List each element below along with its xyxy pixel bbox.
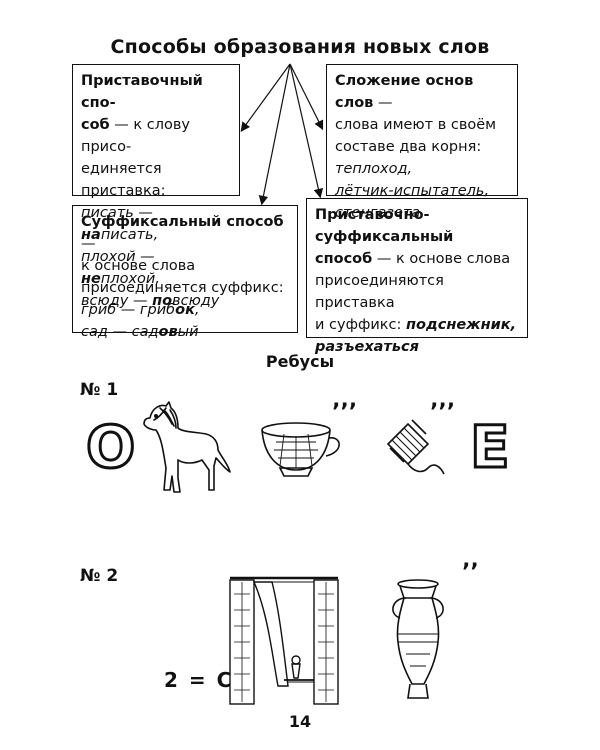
- example: теплоход,: [335, 161, 413, 177]
- suffix-method-box: Суффиксальный способ — к основе слова пр…: [72, 205, 298, 340]
- example: плохой,: [100, 271, 160, 287]
- curtain-window-icon: [229, 576, 339, 705]
- compounding-desc-2: слова имеют в своём: [335, 117, 497, 133]
- suffix-method-desc-3: присоединяется суффикс:: [81, 280, 284, 296]
- prefix-suffix-desc-3: и суффикс:: [315, 317, 407, 333]
- thread-spool-icon: [386, 419, 445, 475]
- suffix-highlight: ов: [158, 324, 178, 340]
- apostrophe-mark-2: ’’’: [430, 400, 456, 425]
- example: подснежник,: [406, 317, 517, 333]
- page-title: Способы образования новых слов: [110, 36, 490, 58]
- compounding-box: Сложение основ слов — слова имеют в своё…: [326, 64, 518, 221]
- prefix-highlight: на: [81, 227, 101, 243]
- example: плохой —: [81, 249, 155, 265]
- prefix-suffix-desc-2: присоединяются приставка: [315, 273, 444, 311]
- prefix-method-box: Приставочный спо- соб — к слову присо- е…: [72, 64, 240, 309]
- teacup-icon: [261, 422, 340, 477]
- suffix-highlight: ок: [175, 302, 195, 318]
- suffix-method-desc-2: к основе слова: [81, 258, 196, 274]
- example: всюду —: [81, 293, 153, 309]
- suffix-method-desc: —: [81, 236, 96, 252]
- rebus-number-2: № 2: [80, 566, 119, 586]
- prefix-method-name-end: соб: [81, 117, 110, 133]
- apostrophe-mark-1: ’’’: [332, 400, 358, 425]
- prefix-suffix-method-box: Приставочно- суффиксальный способ — к ос…: [306, 198, 528, 355]
- prefix-suffix-desc: — к основе слова: [372, 251, 511, 267]
- rebus-letter-e: Е: [469, 413, 512, 481]
- rebus-letter-o: О: [84, 413, 136, 481]
- prefix-method-desc: — к слову присо-: [81, 117, 191, 155]
- apostrophe-mark-3: ’’: [462, 560, 479, 585]
- compounding-desc: —: [373, 95, 393, 111]
- compounding-desc-3: составе два корня:: [335, 139, 482, 155]
- prefix-highlight: не: [81, 271, 101, 287]
- prefix-suffix-name: Приставочно-: [315, 207, 430, 223]
- prefix-highlight: по: [152, 293, 173, 309]
- example: писать —: [81, 205, 153, 221]
- example: всюду: [172, 293, 220, 309]
- example: писать,: [100, 227, 159, 243]
- prefix-suffix-name-3: способ: [315, 251, 373, 267]
- example: разъехаться: [315, 339, 419, 355]
- rebus-number-1: № 1: [80, 380, 119, 400]
- example: лётчик-испытатель,: [335, 183, 490, 199]
- horse-icon: [143, 401, 231, 493]
- example: сад — сад: [81, 324, 159, 340]
- compounding-name: Сложение основ слов: [335, 73, 474, 111]
- rebus-section-title: Ребусы: [265, 352, 335, 371]
- example: стенгазета: [335, 205, 421, 221]
- rebus-equation: 2 = С: [164, 668, 234, 692]
- example: ый: [177, 324, 199, 340]
- prefix-suffix-name-2: суффиксальный: [315, 229, 454, 245]
- example: ,: [194, 302, 200, 318]
- page-number: 14: [288, 712, 312, 731]
- example: гриб — гриб: [81, 302, 176, 318]
- amphora-vase-icon: [392, 579, 444, 699]
- suffix-method-name: Суффиксальный способ: [81, 214, 284, 230]
- prefix-method-desc-2: единяется приставка:: [81, 161, 166, 199]
- prefix-method-name: Приставочный спо-: [81, 73, 203, 111]
